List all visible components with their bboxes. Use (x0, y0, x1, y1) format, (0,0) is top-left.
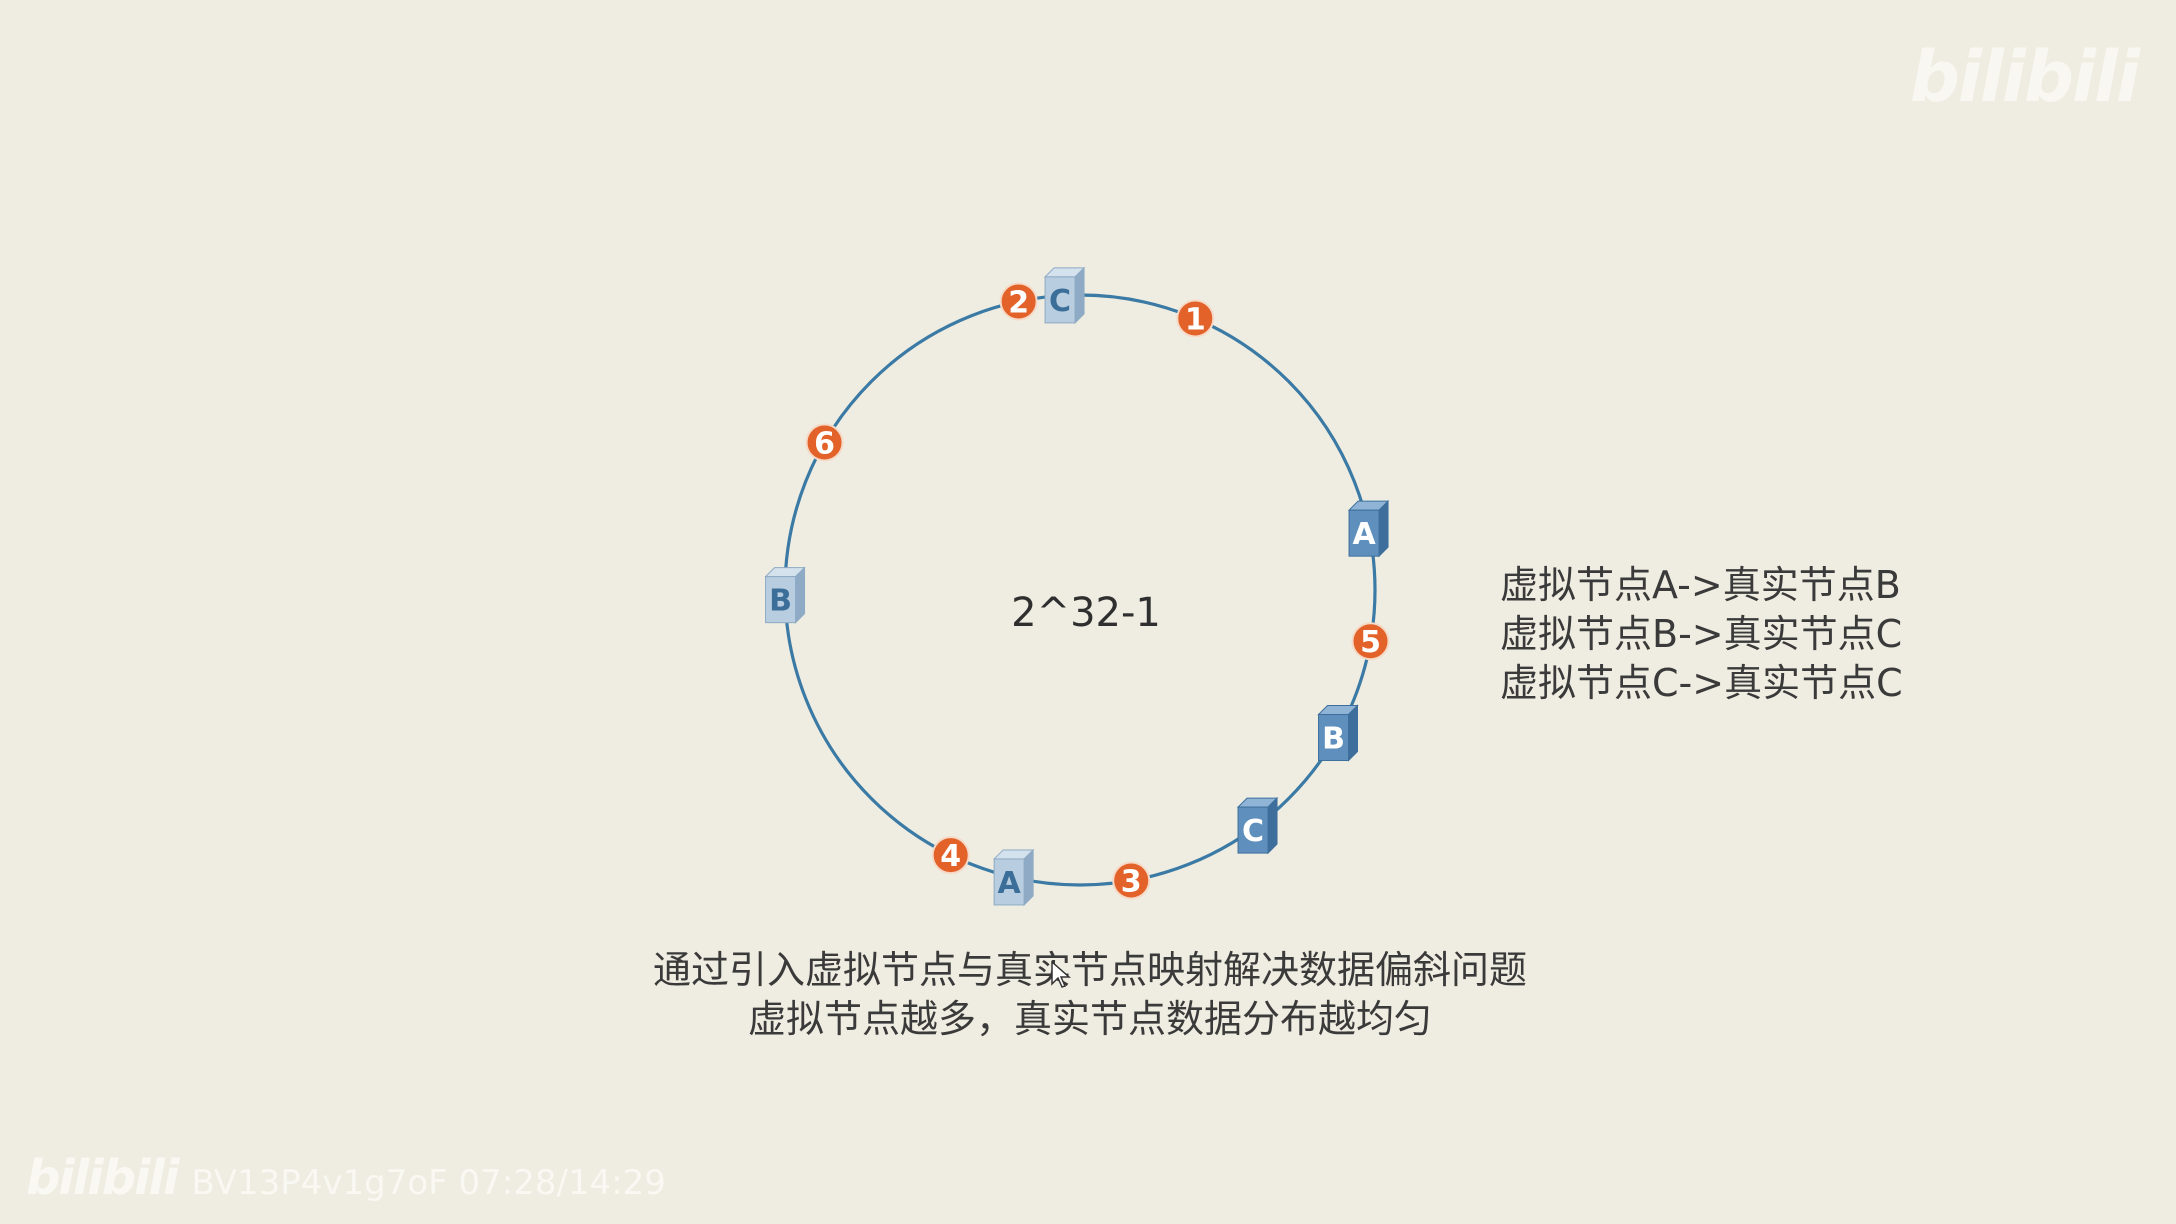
server-letter: B (769, 584, 792, 619)
server-cube-side (1023, 848, 1034, 907)
key-marker-1: 1 (1176, 299, 1215, 338)
bilibili-watermark-logo: bilibili (1909, 36, 2140, 118)
key-circle (999, 282, 1038, 321)
server-cube-side (1074, 266, 1085, 325)
server-cube-side (1348, 704, 1359, 762)
server-cube-side (1267, 796, 1278, 855)
key-circle (1351, 622, 1390, 661)
server-node-c: C (1043, 266, 1086, 325)
server-cube-front (993, 858, 1025, 906)
key-marker-4: 4 (931, 836, 970, 875)
ring-center-label: 2^32-1 (1011, 590, 1161, 636)
key-marker-5: 5 (1351, 622, 1390, 661)
server-cube-front (1348, 509, 1380, 557)
virtual-mapping-list: 虚拟节点A->真实节点B 虚拟节点B->真实节点C 虚拟节点C->真实节点C (1500, 561, 1980, 708)
server-letter: C (1242, 814, 1264, 849)
mapping-line: 虚拟节点B->真实节点C (1500, 612, 1903, 656)
server-node-b: B (764, 566, 806, 624)
key-number: 6 (814, 427, 835, 462)
server-node-a: A (1347, 499, 1390, 558)
server-nodes: C A B B C A (764, 266, 1390, 907)
video-id-timestamp: BV13P4v1g7oF 07:28/14:29 (191, 1163, 666, 1203)
bilibili-small-logo: bilibili (26, 1150, 179, 1206)
server-node-b: B (1317, 704, 1359, 762)
key-number: 1 (1185, 302, 1206, 337)
key-number: 2 (1008, 285, 1029, 320)
key-number: 3 (1121, 865, 1142, 900)
mapping-line: 虚拟节点A->真实节点B (1500, 563, 1901, 607)
bottom-watermark: bilibili BV13P4v1g7oF 07:28/14:29 (26, 1150, 666, 1206)
key-circle (805, 423, 844, 462)
server-cube-side (1378, 499, 1389, 558)
key-marker-3: 3 (1112, 861, 1151, 900)
key-marker-6: 6 (805, 423, 844, 462)
mouse-cursor-icon (1051, 960, 1071, 988)
key-marker-2: 2 (999, 282, 1038, 321)
caption: 通过引入虚拟节点与真实节点映射解决数据偏斜问题 虚拟节点越多，真实节点数据分布越… (560, 946, 1620, 1044)
key-circle (1176, 299, 1215, 338)
key-number: 5 (1360, 625, 1381, 660)
caption-line-2: 虚拟节点越多，真实节点数据分布越均匀 (747, 997, 1432, 1041)
server-letter: C (1049, 284, 1071, 319)
server-node-c: C (1236, 796, 1279, 855)
server-letter: A (1352, 517, 1376, 552)
server-letter: A (998, 866, 1022, 901)
server-cube-front (1237, 806, 1269, 854)
server-cube-front (1318, 714, 1350, 762)
mapping-line: 虚拟节点C->真实节点C (1500, 661, 1903, 705)
server-cube-front (1044, 276, 1076, 324)
server-node-a: A (992, 848, 1035, 907)
server-letter: B (1322, 722, 1345, 757)
server-cube-side (795, 566, 806, 624)
key-circle (931, 836, 970, 875)
key-number: 4 (940, 839, 961, 874)
key-circle (1112, 861, 1151, 900)
server-cube-front (765, 576, 797, 624)
key-markers: 2 1 6 5 4 3 (805, 282, 1390, 900)
caption-line-1: 通过引入虚拟节点与真实节点映射解决数据偏斜问题 (652, 948, 1527, 992)
